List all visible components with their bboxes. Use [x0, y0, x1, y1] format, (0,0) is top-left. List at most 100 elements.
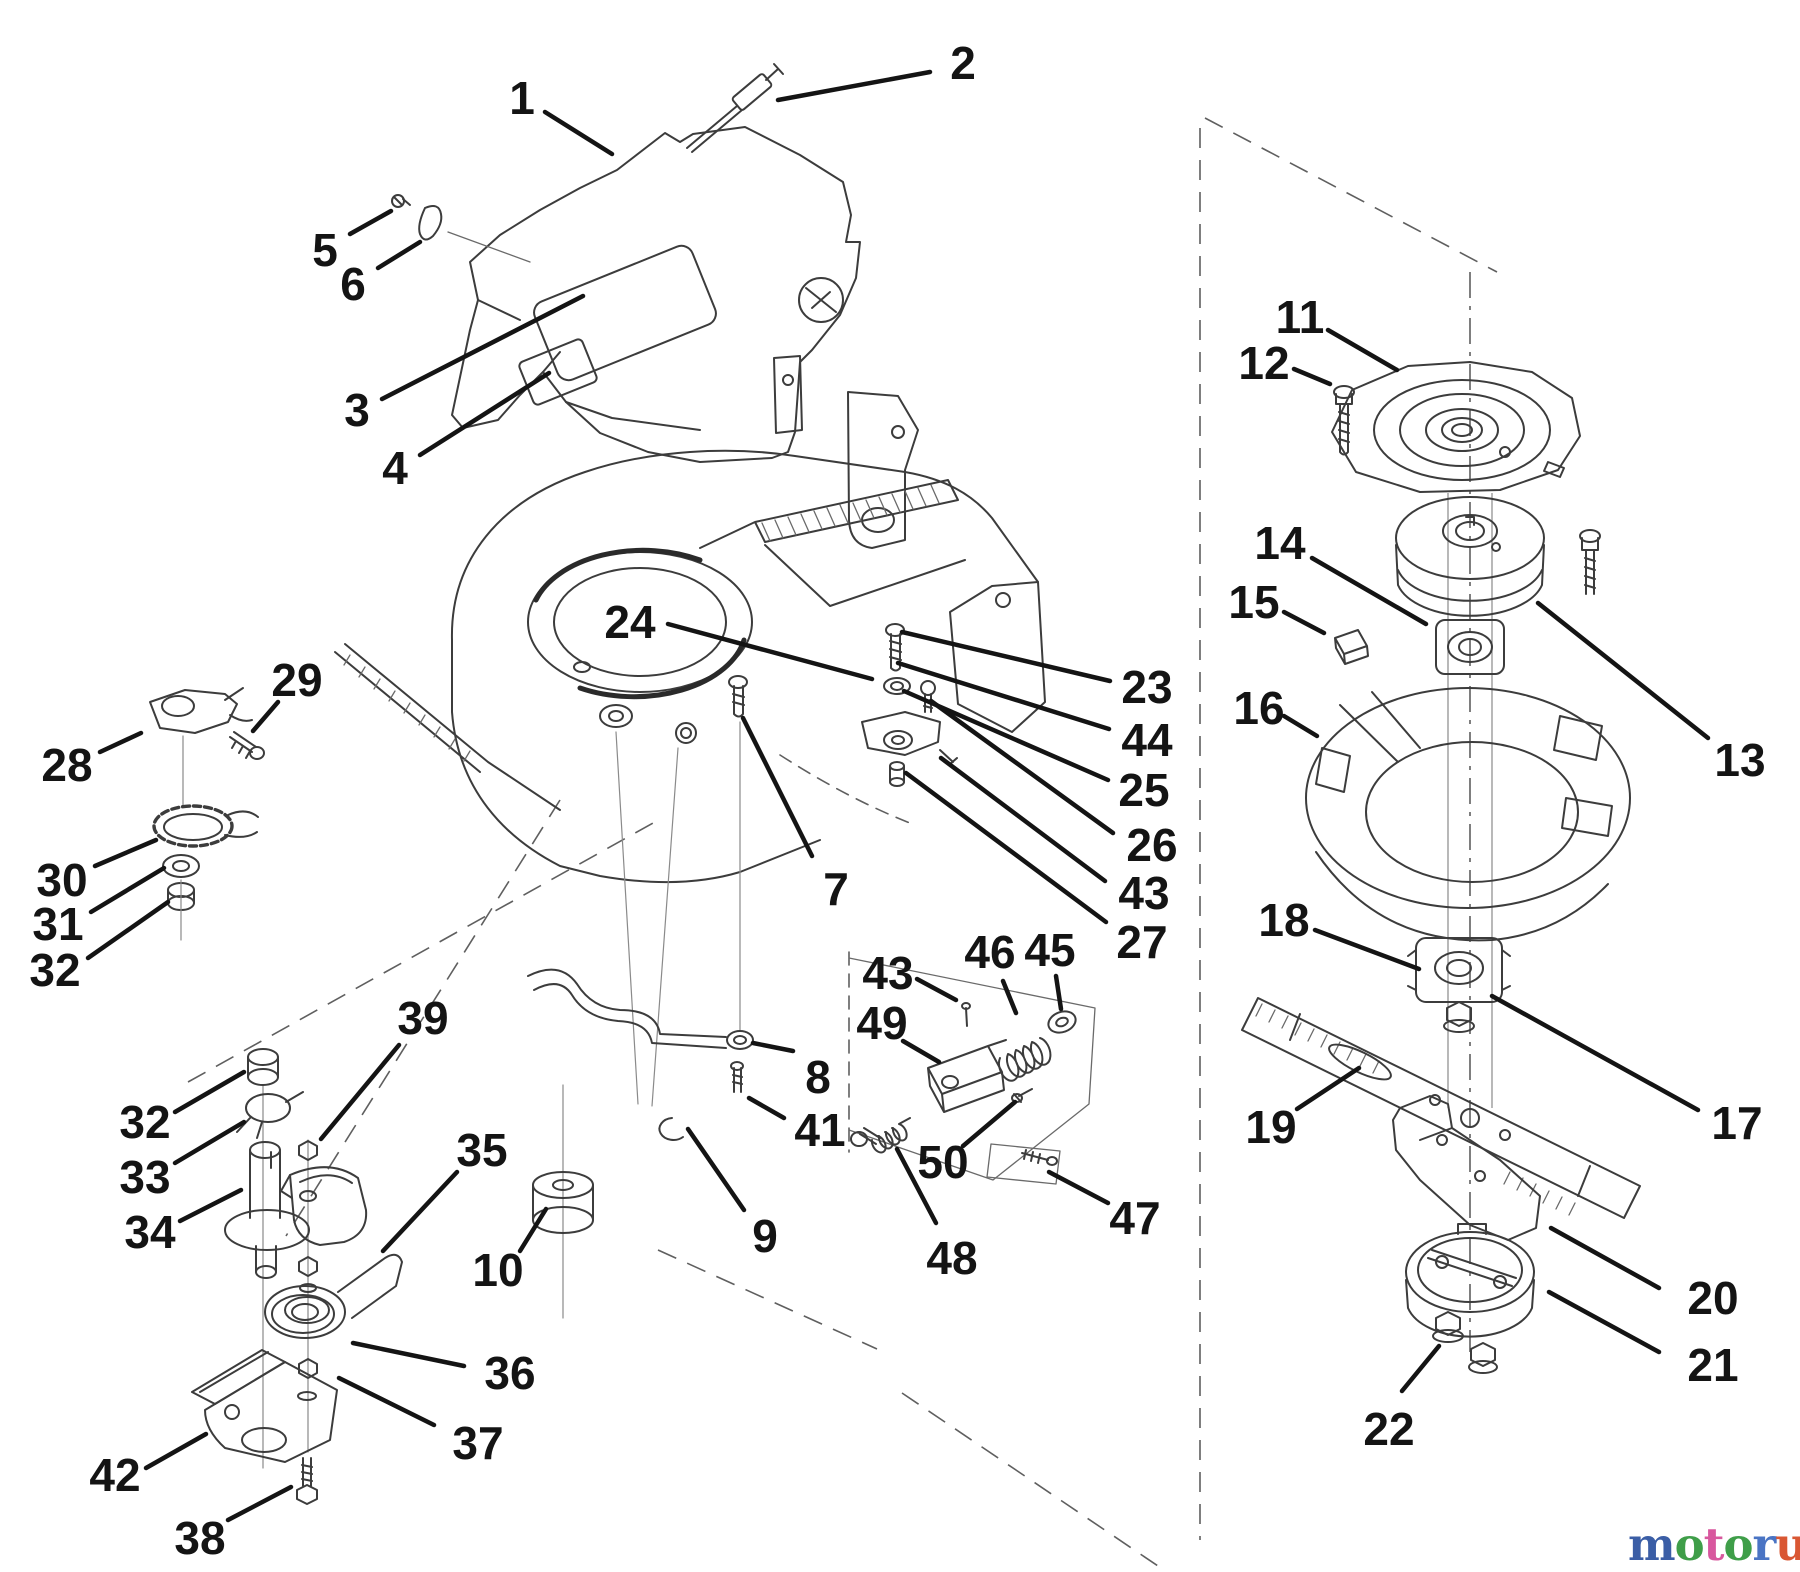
handle-bracket-hole: [891, 425, 905, 439]
ring-segment-a: [533, 547, 703, 603]
callout-label-11: 11: [1276, 291, 1325, 343]
pulley-13-hub: [1442, 514, 1498, 548]
blade-19-slot: [1328, 1043, 1392, 1081]
deck-nut: [675, 722, 697, 744]
bolt-13r-head: [1579, 529, 1601, 543]
shaft-34-body: [249, 1149, 281, 1219]
callout-label-22: 22: [1363, 1403, 1414, 1455]
callout-label-3: 3: [344, 384, 370, 436]
callout-leader-5: [347, 208, 394, 237]
callout-numbers: 1234567891011121314151617181920212223242…: [29, 37, 1765, 1564]
callout-label-27: 27: [1116, 916, 1167, 968]
nut-18-flange: [1443, 1019, 1475, 1033]
ring-segment-b: [577, 637, 747, 700]
cover-11-hole: [1499, 446, 1511, 458]
deck-nut-bore: [680, 727, 692, 739]
spring-46: [997, 1037, 1052, 1082]
callout-label-38: 38: [174, 1512, 225, 1564]
cover-11-e2: [1399, 393, 1525, 467]
washer-25: [883, 677, 911, 695]
clip-9: [658, 1117, 684, 1141]
bracket-42-plate: [204, 1361, 338, 1463]
deck-washer: [599, 704, 633, 728]
callout-leader-36: [350, 1340, 467, 1369]
callout-label-45: 45: [1024, 924, 1075, 976]
callout-label-12: 12: [1238, 337, 1289, 389]
spindle-group: [191, 1048, 403, 1505]
pin-43b-head: [961, 1002, 971, 1010]
pin-43b: [965, 1007, 968, 1027]
callout-label-23: 23: [1121, 661, 1172, 713]
watermark-letter: o: [1723, 1518, 1753, 1571]
pulley-13-keyway: [1465, 516, 1475, 526]
callout-label-30: 30: [36, 854, 87, 906]
callout-leader-46: [1000, 978, 1019, 1016]
cover-11-bore: [1451, 423, 1473, 437]
inset-box: [848, 957, 1096, 1181]
washer-37: [297, 1391, 317, 1401]
shaft-34-flange: [224, 1209, 310, 1251]
callout-leader-37: [336, 1375, 437, 1428]
callout-label-48: 48: [926, 1232, 977, 1284]
screw-47: [1021, 1149, 1049, 1164]
housing-16-tab1: [1553, 715, 1603, 761]
pulley-36-arm: [337, 1253, 403, 1319]
skirt-hatch: [343, 654, 471, 762]
callout-label-47: 47: [1109, 1192, 1160, 1244]
callout-label-20: 20: [1687, 1272, 1738, 1324]
pulley-36-o2: [271, 1294, 335, 1334]
callout-leader-8: [750, 1040, 796, 1054]
screw-50-shaft: [1013, 1088, 1033, 1103]
callout-label-17: 17: [1711, 1097, 1762, 1149]
idler-group: [527, 968, 754, 1319]
pulley-13-groove: [1397, 569, 1543, 602]
band-hooks: [224, 810, 259, 838]
cover-11-e3: [1425, 408, 1499, 452]
cable-end: [765, 63, 784, 81]
callout-leader-45: [1053, 973, 1064, 1012]
tunnel-edge: [699, 479, 966, 607]
watermark-letter: u: [1775, 1518, 1800, 1571]
bracket-42-slot: [241, 1427, 287, 1453]
key-15: [1334, 629, 1369, 665]
callout-leader-32: [172, 1069, 247, 1115]
housing-49: [927, 1039, 1007, 1113]
callout-leader-41: [746, 1095, 787, 1121]
nut-39: [298, 1140, 318, 1161]
driver-21-outer: [1405, 1231, 1535, 1313]
watermark-letter: o: [1674, 1518, 1705, 1571]
spacer-10-side: [532, 1184, 594, 1221]
callout-label-18: 18: [1258, 894, 1309, 946]
deck-washer-bore: [608, 710, 624, 722]
nut-37: [298, 1358, 318, 1379]
housing-16-tab3: [1315, 747, 1351, 793]
callout-label-6: 6: [340, 258, 366, 310]
bolt-7-shaft: [732, 685, 745, 718]
bracket-42-hole: [224, 1404, 240, 1420]
spacer-10-bore: [552, 1179, 574, 1191]
pulley-13-top: [1395, 496, 1545, 580]
bearing-18-e1: [1434, 951, 1484, 985]
nut-18: [1446, 1001, 1472, 1027]
callout-leader-15: [1281, 609, 1327, 636]
bearing-14-e1: [1447, 631, 1493, 663]
callout-label-26: 26: [1126, 819, 1177, 871]
brake-cam-28: [149, 689, 238, 734]
callout-label-50: 50: [917, 1136, 968, 1188]
shaft-34-stub-bot: [255, 1265, 277, 1279]
washer-45-bore: [1055, 1016, 1069, 1028]
callout-leader-24: [665, 621, 875, 682]
deck-dashed-arc: [779, 754, 916, 826]
callout-leader-26: [928, 698, 1116, 836]
callout-label-42: 42: [89, 1449, 140, 1501]
bushing-32b-top: [247, 1048, 279, 1066]
callout-label-49: 49: [856, 997, 907, 1049]
callout-leader-35: [380, 1169, 460, 1254]
bolt-12-head: [1333, 385, 1355, 399]
spacer-27-bot: [889, 777, 905, 787]
callout-leader-12: [1291, 366, 1333, 387]
callout-leader-1: [542, 109, 615, 157]
driver-21-hole-b: [1493, 1275, 1507, 1289]
bushing-32b-bot: [247, 1068, 279, 1086]
cable-inset: [848, 951, 1096, 1185]
